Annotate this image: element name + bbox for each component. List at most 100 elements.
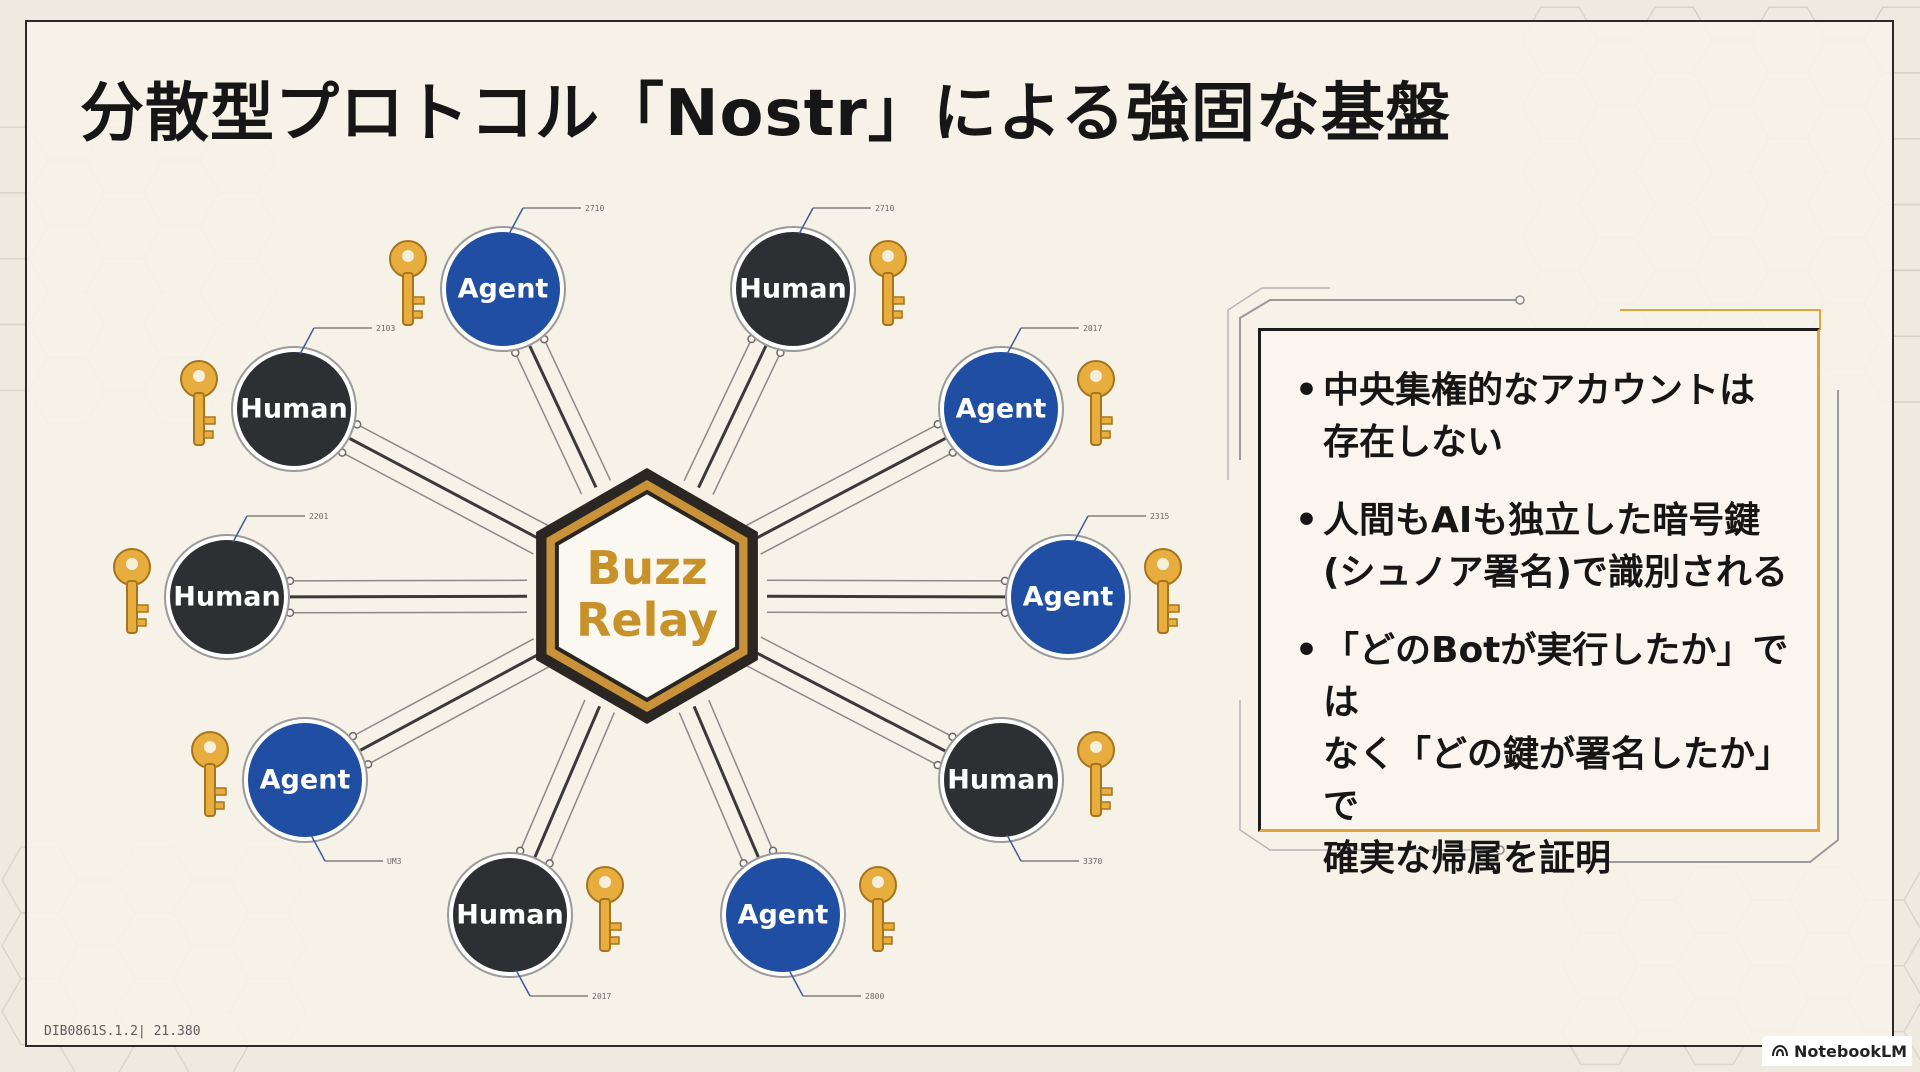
callout-leader: [1006, 834, 1022, 862]
circuit-trace: [533, 705, 601, 858]
node-agent: Agent 2710: [389, 204, 604, 352]
bg-hexagon: [1903, 870, 1920, 930]
key-icon: [859, 866, 897, 952]
callout-leader: [299, 327, 315, 355]
circuit-trace: [692, 705, 760, 858]
circuit-trace: [341, 451, 534, 555]
notebooklm-icon: [1772, 1045, 1788, 1057]
circuit-trace: [766, 611, 1006, 614]
network-nodes: Agent2710Human2710Human2103Agent2017Huma…: [113, 204, 1182, 1001]
callout-tag: 2710: [875, 204, 894, 213]
node-disc: [170, 540, 284, 654]
node-label: Human: [240, 394, 347, 425]
callout-tag: UM3: [387, 857, 402, 866]
callout-leader: [508, 207, 524, 235]
node-label: Agent: [738, 900, 829, 931]
callout-leader: [798, 207, 814, 235]
callout-leader: [1073, 515, 1089, 543]
circuit-trace: [712, 352, 782, 495]
node-label: Agent: [260, 765, 351, 796]
callout-tag: 2017: [592, 992, 611, 1001]
node-label: Human: [456, 900, 563, 931]
bg-hexagon: [1903, 936, 1920, 996]
circuit-trace: [678, 712, 745, 864]
bullet-line: 確実な帰属を証明: [1323, 838, 1612, 879]
callout-tag: 2800: [865, 992, 884, 1001]
bullet-line: 人間もAIも独立した暗号鍵: [1323, 500, 1761, 541]
footer-code: DIB0861S.1.2| 21.380: [44, 1024, 201, 1039]
callout-leader: [232, 515, 248, 543]
circuit-trace: [543, 338, 612, 481]
node-disc: [453, 858, 567, 972]
circuit-trace: [367, 666, 550, 765]
circuit-lines: [285, 334, 1010, 868]
bullet-item: 中央集権的なアカウントは 存在しない: [1295, 365, 1795, 469]
circuit-trace: [683, 338, 753, 482]
notebooklm-badge: NotebookLM: [1762, 1036, 1912, 1066]
circuit-trace: [766, 579, 1006, 582]
circuit-trace: [352, 638, 535, 737]
bullet-line: (シュノア署名)で識別される: [1323, 552, 1788, 593]
key-icon: [1077, 360, 1115, 446]
callout-tag: 2103: [376, 324, 395, 333]
key-icon: [191, 731, 229, 817]
hub-label-line2: Relay: [576, 593, 718, 647]
key-icon: [113, 548, 151, 634]
callout-tag: 2710: [585, 204, 604, 213]
node-human: Human 2201: [113, 512, 328, 660]
circuit-trace: [359, 651, 543, 752]
circuit-trace: [548, 712, 615, 864]
circuit-trace: [356, 423, 549, 527]
node-disc: [736, 232, 850, 346]
hub-hexagon-inner: [554, 489, 740, 703]
node-label: Human: [173, 582, 280, 613]
circuit-trace: [519, 699, 586, 852]
node-label: Agent: [458, 274, 549, 305]
circuit-trace: [708, 699, 774, 852]
callout-leader: [1006, 327, 1022, 355]
hub-label-line1: Buzz: [586, 541, 707, 595]
circuit-trace: [289, 594, 528, 599]
bullet-list: 中央集権的なアカウントは 存在しない 人間もAIも独立した暗号鍵 (シュノア署名…: [1261, 331, 1817, 885]
circuit-trace: [760, 451, 954, 555]
callout-leader: [788, 969, 804, 997]
circuit-trace: [766, 594, 1006, 599]
circuit-trace: [348, 437, 542, 542]
bullet-line: なく「どの鍵が署名したか」で: [1323, 734, 1792, 827]
bullet-item: 「どのBotが実行したか」では なく「どの鍵が署名したか」で 確実な帰属を証明: [1295, 625, 1795, 885]
circuit-trace: [289, 579, 528, 582]
node-human: Human 2103: [180, 324, 395, 472]
node-disc: [237, 352, 351, 466]
node-disc: [248, 723, 362, 837]
circuit-trace: [752, 649, 946, 753]
callout-tag: 2201: [309, 512, 328, 521]
node-label: Agent: [956, 394, 1047, 425]
callout-tag: 3370: [1083, 857, 1102, 866]
circuit-trace: [514, 352, 583, 495]
bullet-line: 「どのBotが実行したか」では: [1323, 630, 1789, 723]
notebooklm-label: NotebookLM: [1794, 1041, 1908, 1061]
node-label: Agent: [1023, 582, 1114, 613]
node-disc: [726, 858, 840, 972]
node-label: Human: [739, 274, 846, 305]
bullet-line: 中央集権的なアカウントは: [1323, 370, 1756, 411]
circuit-trace: [745, 664, 939, 766]
circuit-trace: [760, 636, 953, 738]
circuit-trace: [289, 611, 528, 614]
node-disc: [944, 352, 1058, 466]
key-icon: [1077, 731, 1115, 817]
node-disc: [446, 232, 560, 346]
callout-leader: [515, 969, 531, 997]
callout-leader: [310, 834, 326, 862]
bullet-line: 存在しない: [1323, 422, 1504, 463]
buzz-relay-hub: Buzz Relay: [536, 468, 758, 724]
node-disc: [944, 723, 1058, 837]
circuit-trace: [745, 423, 939, 527]
node-disc: [1011, 540, 1125, 654]
node-human: Human 2710: [730, 204, 907, 352]
key-icon: [180, 360, 218, 446]
